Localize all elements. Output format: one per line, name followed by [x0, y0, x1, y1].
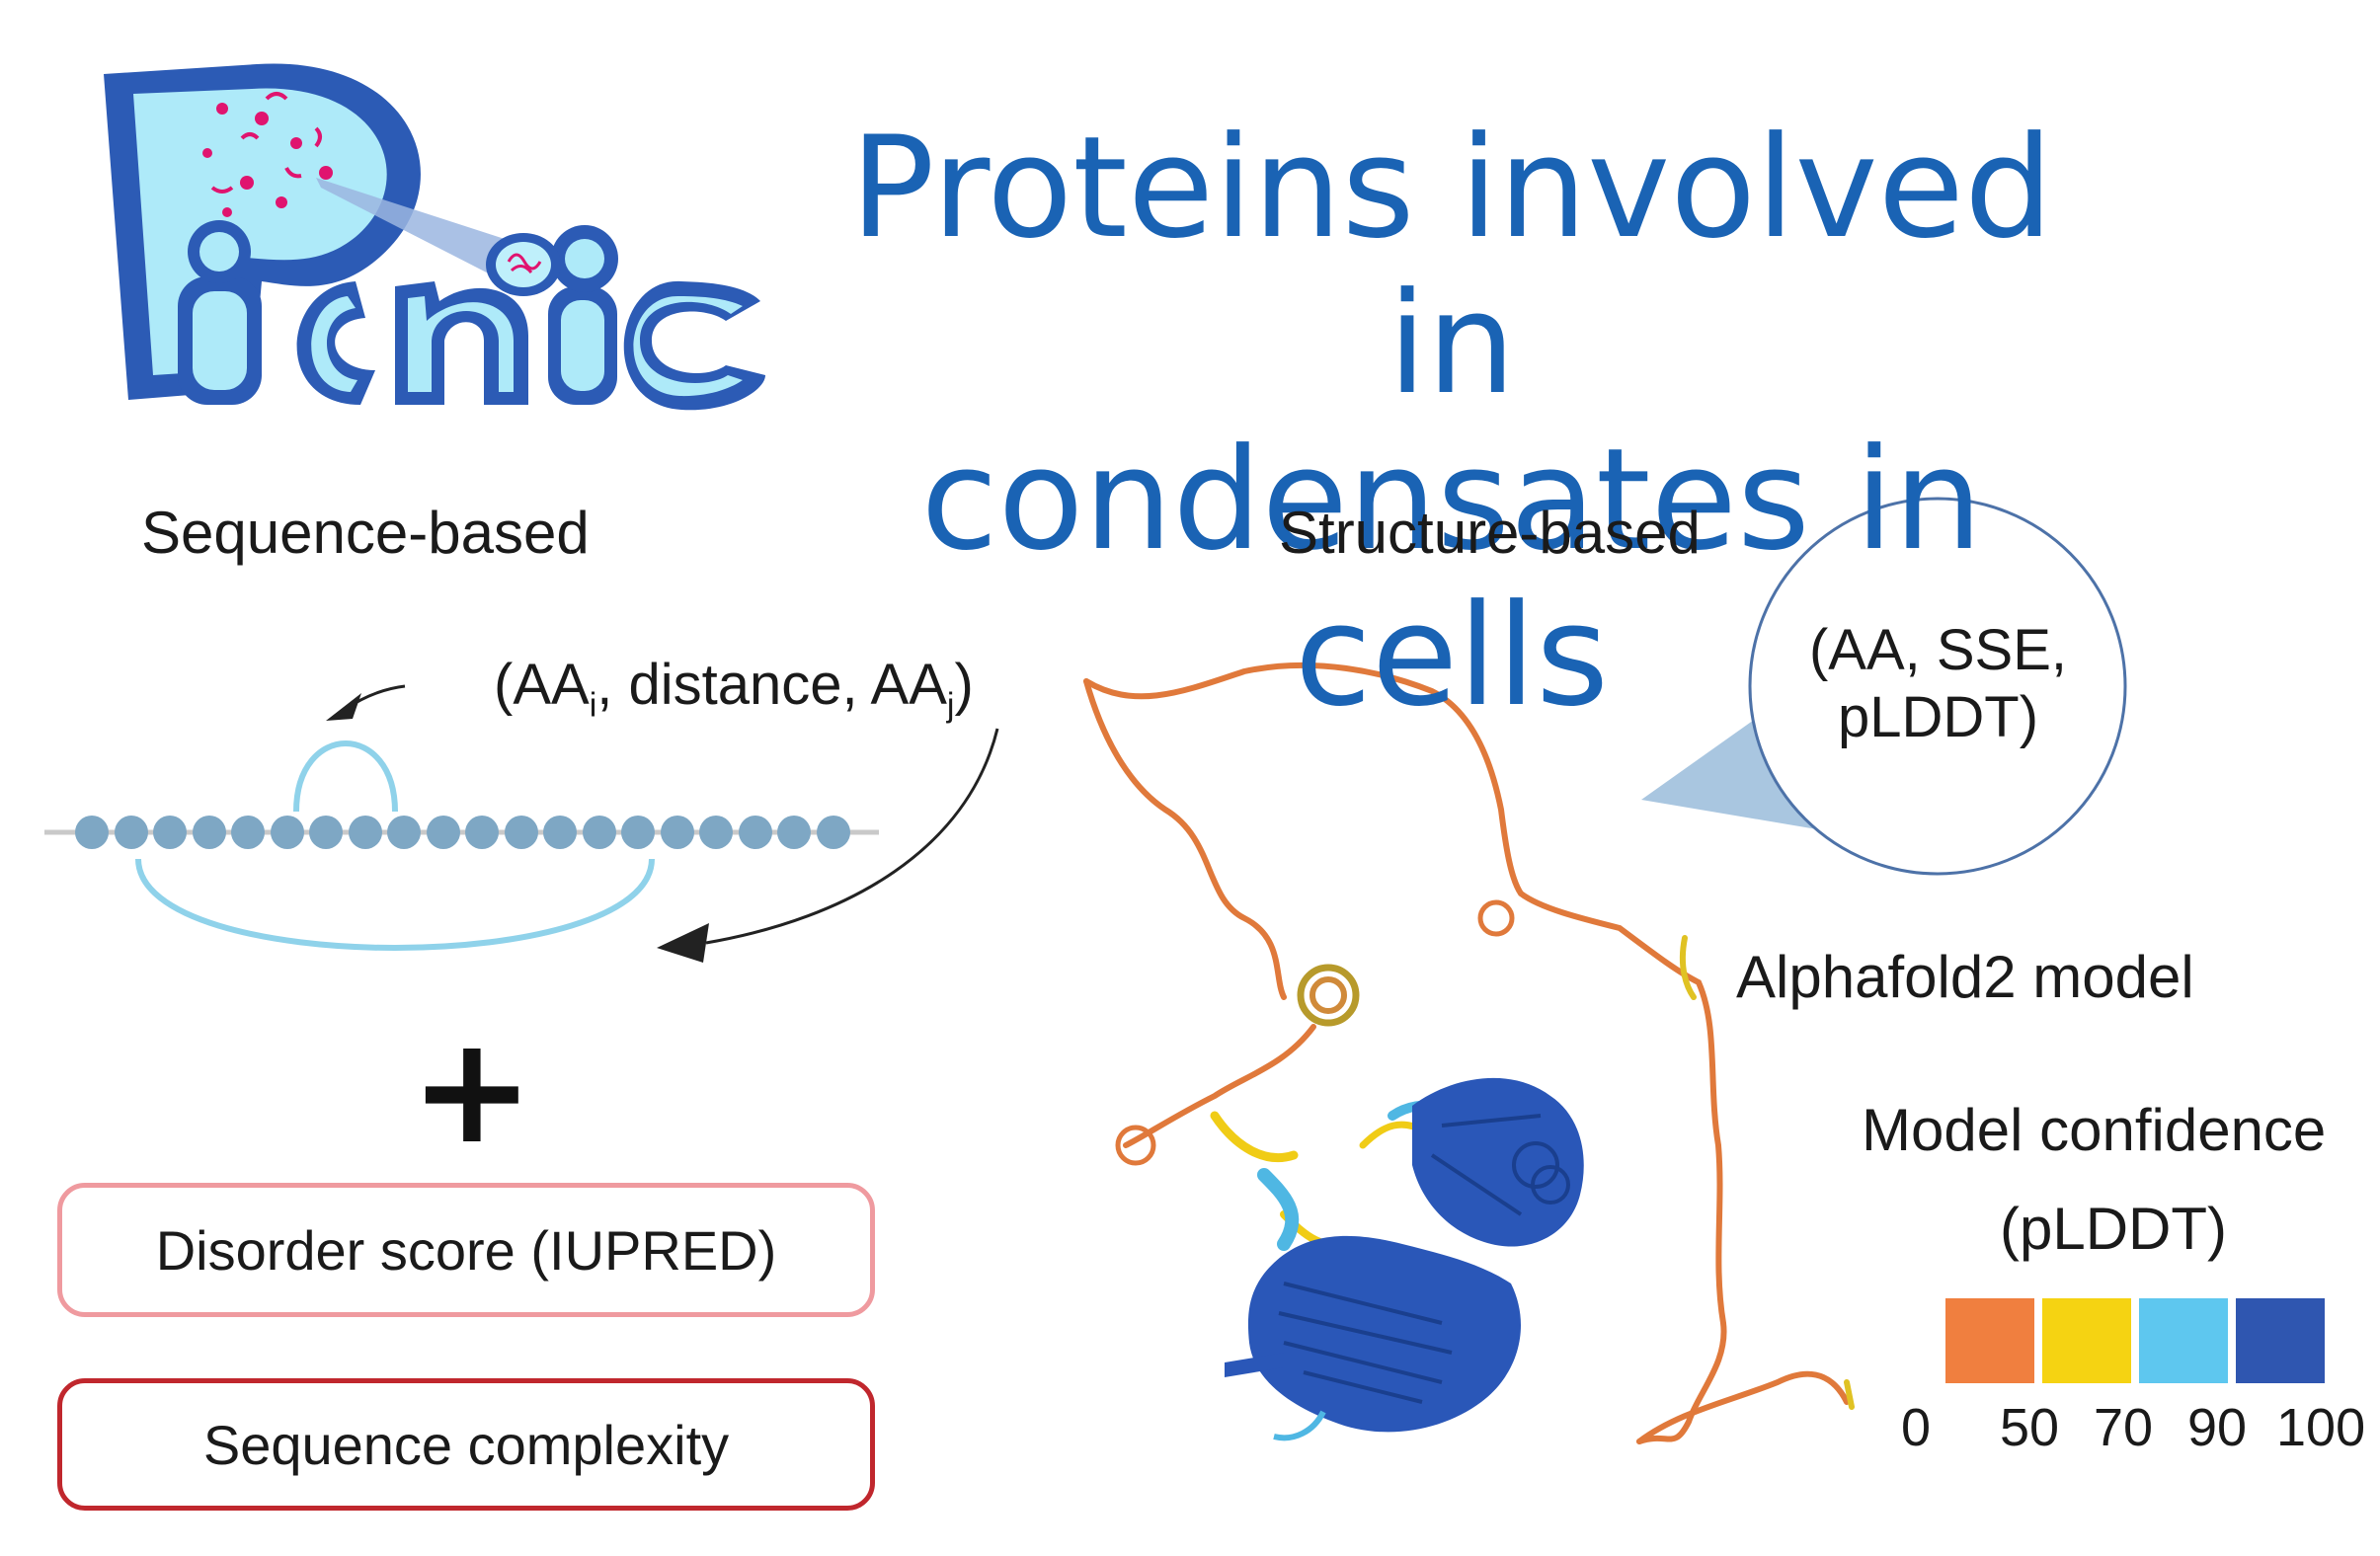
- sequence-heading: Sequence-based: [141, 500, 590, 566]
- legend-tick-0: 0: [1901, 1398, 1932, 1457]
- sequence-complexity-label: Sequence complexity: [202, 1413, 730, 1476]
- alphafold-core: [1225, 1077, 1584, 1433]
- title-line-1: Proteins involved in: [849, 107, 2054, 426]
- disorder-score-label: Disorder score (IUPRED): [155, 1218, 777, 1282]
- swatch-0-50: [1945, 1298, 2034, 1383]
- bubble-line-1: (AA, SSE,: [1808, 618, 2068, 682]
- arrow-head-icon: [326, 693, 361, 721]
- picnic-logo: [104, 63, 765, 411]
- disorder-score-box: Disorder score (IUPRED): [57, 1183, 875, 1317]
- triple-middle: , distance, AA: [596, 653, 947, 717]
- subscript-j: j: [946, 686, 955, 725]
- short-range-arc: [293, 740, 398, 813]
- page-title: Proteins involved in condensates in cell…: [780, 111, 2123, 735]
- long-range-arc: [135, 858, 655, 951]
- arrow-head-icon: [657, 923, 709, 963]
- triple-prefix: (AA: [494, 653, 590, 717]
- legend-tick-50: 50: [2000, 1398, 2060, 1457]
- swatch-90-100: [2236, 1298, 2325, 1383]
- plus-sign: +: [410, 1005, 534, 1177]
- legend-tick-100: 100: [2276, 1398, 2366, 1457]
- legend-title: Model confidence: [1862, 1097, 2327, 1163]
- pair-triple-label: (AAi, distance, AAj): [494, 652, 974, 726]
- feature-bubble: [1641, 497, 2127, 876]
- sequence-complexity-box: Sequence complexity: [57, 1378, 875, 1511]
- bubble-line-2: pLDDT): [1837, 685, 2039, 749]
- bubble-text: (AA, SSE, pLDDT): [1768, 617, 2108, 751]
- swatch-70-90: [2139, 1298, 2228, 1383]
- plddt-color-scale: [1945, 1298, 2325, 1383]
- bead-chain: [44, 684, 999, 963]
- legend-tick-90: 90: [2187, 1398, 2248, 1457]
- subscript-i: i: [589, 686, 597, 725]
- alphafold-label: Alphafold2 model: [1736, 944, 2194, 1010]
- legend-tick-70: 70: [2094, 1398, 2154, 1457]
- swatch-50-70: [2042, 1298, 2131, 1383]
- structure-heading: Structure-based: [1279, 500, 1701, 566]
- core-loop: [1273, 1410, 1326, 1441]
- legend-subtitle: (pLDDT): [2000, 1196, 2228, 1262]
- core-detail: [1278, 1114, 1570, 1404]
- triple-suffix: ): [954, 653, 974, 717]
- title-line-2: condensates in cells: [920, 419, 1983, 738]
